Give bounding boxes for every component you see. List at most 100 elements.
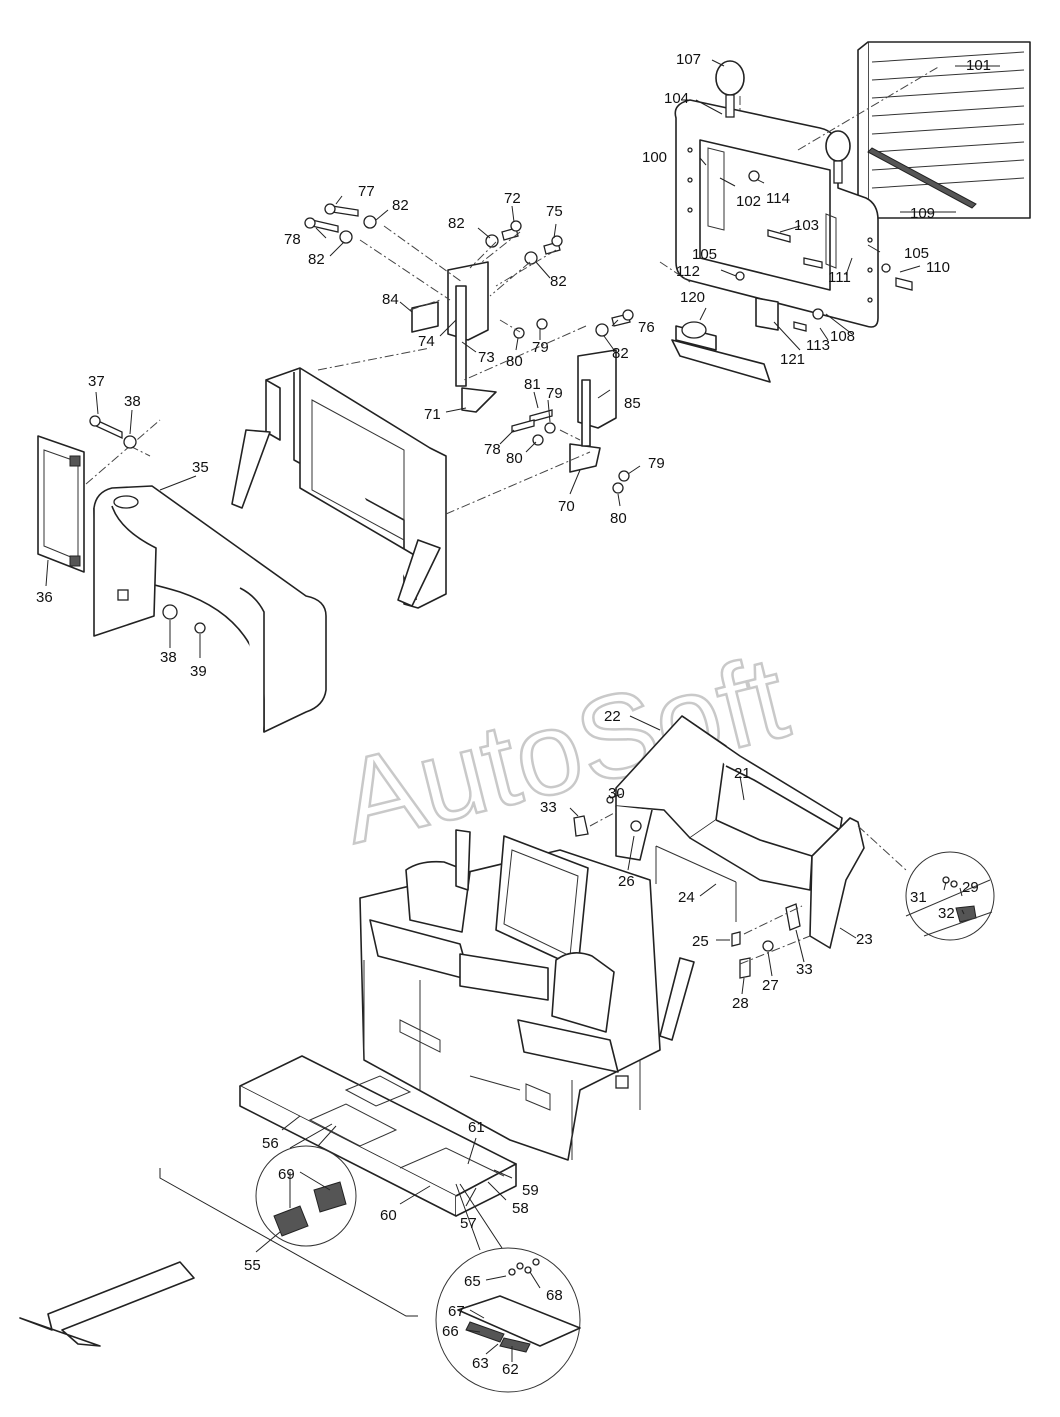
hardware-dash bbox=[735, 170, 913, 332]
detail-circle-29 bbox=[905, 851, 995, 941]
callout-58: 58 bbox=[512, 1200, 529, 1217]
callout-62: 62 bbox=[502, 1361, 519, 1378]
callout-69: 69 bbox=[278, 1166, 295, 1183]
callout-21: 21 bbox=[734, 765, 751, 782]
hood-cover-35 bbox=[93, 485, 327, 733]
callout-28: 28 bbox=[732, 995, 749, 1012]
callout-31: 31 bbox=[910, 889, 927, 906]
callout-82c: 82 bbox=[448, 215, 465, 232]
switch-121 bbox=[671, 297, 779, 383]
callout-37: 37 bbox=[88, 373, 105, 390]
detail-69-parts bbox=[273, 1181, 347, 1237]
detail-pointer-lines bbox=[289, 1123, 503, 1251]
gauge-107 bbox=[715, 60, 851, 184]
callout-113: 113 bbox=[806, 337, 830, 354]
pivot-bracket-right bbox=[569, 349, 617, 473]
front-arrow bbox=[19, 1261, 195, 1347]
callout-121: 121 bbox=[780, 351, 805, 368]
callout-60: 60 bbox=[380, 1207, 397, 1224]
detail-circle-69 bbox=[255, 1145, 357, 1247]
callout-80a: 80 bbox=[506, 353, 523, 370]
callout-111: 111 bbox=[828, 269, 851, 286]
callout-59: 59 bbox=[522, 1182, 539, 1199]
pivot-bracket-left bbox=[411, 261, 497, 413]
callout-32: 32 bbox=[938, 905, 955, 922]
detail-circle-62 bbox=[435, 1247, 581, 1393]
callout-82b: 82 bbox=[308, 251, 325, 268]
detail-62-parts bbox=[457, 1258, 581, 1353]
callout-56: 56 bbox=[262, 1135, 279, 1152]
leaders-right bbox=[569, 715, 965, 995]
leaders-center bbox=[315, 195, 641, 507]
callout-76: 76 bbox=[638, 319, 655, 336]
callout-35: 35 bbox=[192, 459, 209, 476]
callout-79b: 79 bbox=[546, 385, 563, 402]
callout-33b: 33 bbox=[796, 961, 813, 978]
callout-81: 81 bbox=[524, 376, 541, 393]
callout-61: 61 bbox=[468, 1119, 485, 1136]
callout-65: 65 bbox=[464, 1273, 481, 1290]
callout-57: 57 bbox=[460, 1215, 477, 1232]
callout-75: 75 bbox=[546, 203, 563, 220]
callout-63: 63 bbox=[472, 1355, 489, 1372]
side-panel-36 bbox=[37, 435, 85, 573]
callout-79c: 79 bbox=[648, 455, 665, 472]
callout-66: 66 bbox=[442, 1323, 459, 1340]
callout-36: 36 bbox=[36, 589, 53, 606]
callout-85: 85 bbox=[624, 395, 641, 412]
callout-82a: 82 bbox=[392, 197, 409, 214]
cab-assembly bbox=[359, 829, 695, 1161]
dashline-dash bbox=[659, 65, 941, 283]
rops-frame bbox=[231, 367, 447, 609]
leaders-left bbox=[45, 391, 201, 658]
leaders-bottom bbox=[255, 1115, 541, 1362]
callout-72: 72 bbox=[504, 190, 521, 207]
callout-68: 68 bbox=[546, 1287, 563, 1304]
callout-100: 100 bbox=[642, 149, 667, 166]
callout-108: 108 bbox=[830, 328, 855, 345]
callout-29: 29 bbox=[962, 879, 979, 896]
callout-74: 74 bbox=[418, 333, 435, 350]
callout-110: 110 bbox=[926, 259, 950, 276]
callout-101: 101 bbox=[966, 57, 991, 74]
callout-71: 71 bbox=[424, 406, 441, 423]
callout-120: 120 bbox=[680, 289, 705, 306]
callout-22: 22 bbox=[604, 708, 621, 725]
callout-109: 109 bbox=[910, 205, 935, 222]
hardware-left bbox=[89, 415, 206, 634]
dashline-center bbox=[85, 225, 591, 515]
callout-73: 73 bbox=[478, 349, 495, 366]
callout-25: 25 bbox=[692, 933, 709, 950]
callout-27: 27 bbox=[762, 977, 779, 994]
floor-step-55 bbox=[239, 1055, 517, 1217]
callout-38b: 38 bbox=[160, 649, 177, 666]
callout-70: 70 bbox=[558, 498, 575, 515]
callout-103: 103 bbox=[794, 217, 819, 234]
callout-82e: 82 bbox=[612, 345, 629, 362]
callout-114: 114 bbox=[766, 190, 790, 207]
callout-107: 107 bbox=[676, 51, 701, 68]
callout-105b: 105 bbox=[904, 245, 929, 262]
callout-55: 55 bbox=[244, 1257, 261, 1274]
callout-112: 112 bbox=[676, 263, 700, 280]
grille-panel bbox=[857, 41, 1031, 219]
callout-38a: 38 bbox=[124, 393, 141, 410]
callout-67: 67 bbox=[448, 1303, 465, 1320]
callout-labels: 107 101 104 100 102 114 109 103 105 105 … bbox=[36, 51, 991, 1378]
callout-79a: 79 bbox=[532, 339, 549, 356]
callout-23: 23 bbox=[856, 931, 873, 948]
housing-21 bbox=[615, 715, 865, 949]
callout-33a: 33 bbox=[540, 799, 557, 816]
callout-82d: 82 bbox=[550, 273, 567, 290]
detail-29-parts bbox=[905, 876, 993, 937]
callout-26: 26 bbox=[618, 873, 635, 890]
callout-77: 77 bbox=[358, 183, 375, 200]
callout-80b: 80 bbox=[506, 450, 523, 467]
callout-78a: 78 bbox=[284, 231, 301, 248]
hardware-center bbox=[304, 203, 634, 494]
callout-105a: 105 bbox=[692, 246, 717, 263]
dash-panel-frame bbox=[674, 99, 879, 328]
callout-39: 39 bbox=[190, 663, 207, 680]
callout-24: 24 bbox=[678, 889, 695, 906]
